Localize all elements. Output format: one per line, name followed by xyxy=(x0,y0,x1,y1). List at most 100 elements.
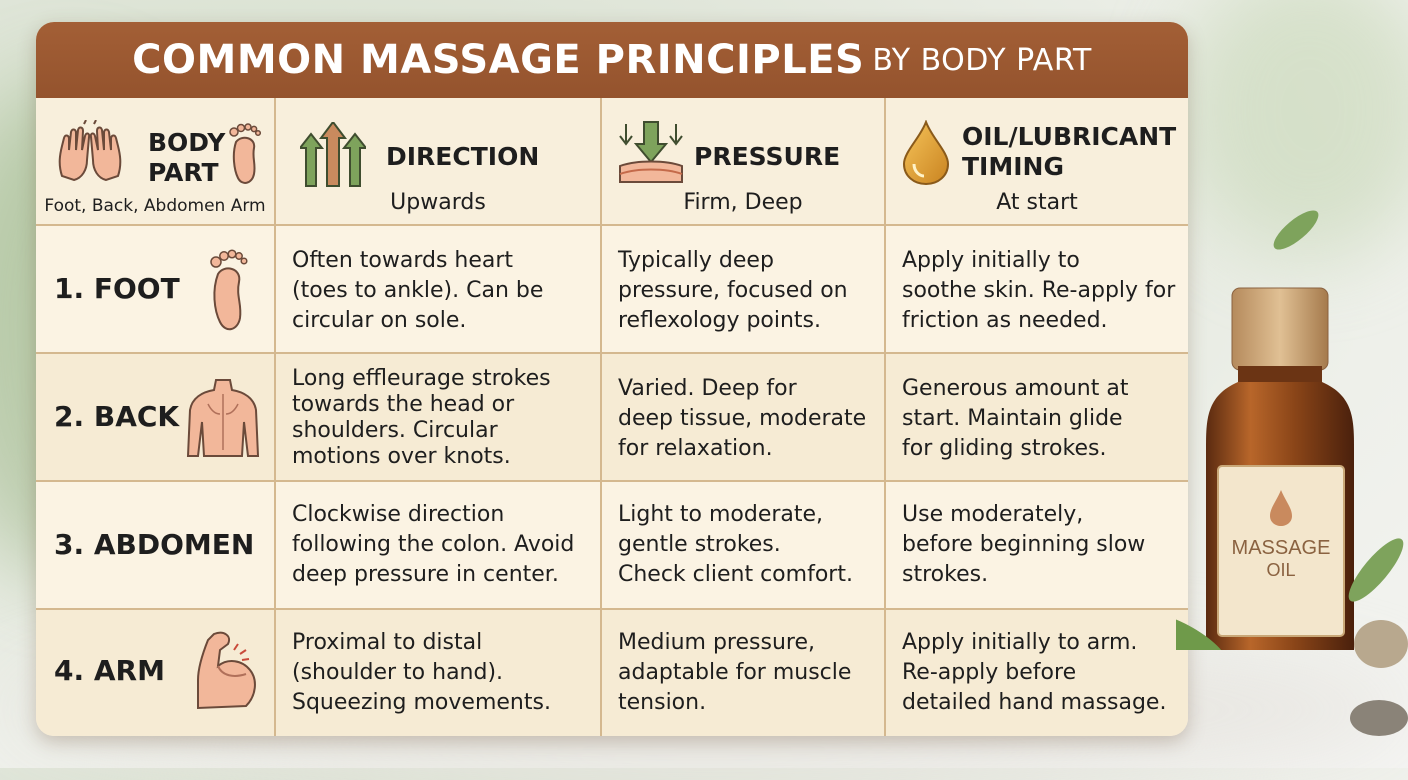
text-line: Typically deep xyxy=(618,248,774,273)
header-subtitle: Firm, Deep xyxy=(683,190,803,215)
header-title: DIRECTION xyxy=(386,142,540,171)
header-title: BODY PART xyxy=(148,128,225,188)
text-line: Often towards heart xyxy=(292,248,514,273)
row-label: 3. ABDOMEN xyxy=(54,528,255,561)
header-title: PRESSURE xyxy=(694,142,841,171)
cell-text: Apply initially to arm. Re-apply before … xyxy=(902,628,1182,718)
text-line: soothe skin. Re-apply for xyxy=(902,278,1176,303)
text-line: Apply initially to arm. xyxy=(902,630,1138,655)
text-line: towards the head or xyxy=(292,392,515,417)
row-label-cell: 2. BACK xyxy=(36,354,276,482)
direction-cell: Proximal to distal (shoulder to hand). S… xyxy=(276,610,602,736)
header-title-line: PART xyxy=(148,158,219,187)
row-label: 1. FOOT xyxy=(54,272,180,305)
text-line: motions over knots. xyxy=(292,444,511,469)
header-oil-timing: OIL/LUBRICANT TIMING At start xyxy=(886,98,1188,226)
page-subtitle: BY BODY PART xyxy=(872,42,1092,78)
cell-text: Generous amount at start. Maintain glide… xyxy=(902,374,1182,464)
pressure-cell: Light to moderate, gentle strokes. Check… xyxy=(602,482,886,610)
oil-cell: Use moderately, before beginning slow st… xyxy=(886,482,1188,610)
text-line: Proximal to distal xyxy=(292,630,483,655)
direction-cell: Long effleurage strokes towards the head… xyxy=(276,354,602,482)
stone-decoration xyxy=(1354,620,1408,668)
cell-text: Long effleurage strokes towards the head… xyxy=(292,366,594,470)
text-line: Apply initially to xyxy=(902,248,1080,273)
text-line: gentle strokes. xyxy=(618,532,781,557)
pressure-cell: Varied. Deep for deep tissue, moderate f… xyxy=(602,354,886,482)
text-line: (toes to ankle). Can be xyxy=(292,278,544,303)
oil-drop-icon xyxy=(902,120,950,186)
cell-text: Use moderately, before beginning slow st… xyxy=(902,500,1182,590)
cell-text: Varied. Deep for deep tissue, moderate f… xyxy=(618,374,878,464)
background-blur xyxy=(1180,0,1408,260)
cell-text: Typically deep pressure, focused on refl… xyxy=(618,246,878,336)
text-line: Re-apply before xyxy=(902,660,1077,685)
text-line: Use moderately, xyxy=(902,502,1084,527)
back-icon xyxy=(186,379,260,457)
text-line: following the colon. Avoid xyxy=(292,532,575,557)
leaf-decoration xyxy=(1273,210,1319,250)
oil-cell: Generous amount at start. Maintain glide… xyxy=(886,354,1188,482)
oil-cell: Apply initially to soothe skin. Re-apply… xyxy=(886,226,1188,354)
pressure-cell: Typically deep pressure, focused on refl… xyxy=(602,226,886,354)
leaf-decoration xyxy=(1348,538,1404,602)
text-line: start. Maintain glide xyxy=(902,406,1123,431)
text-line: friction as needed. xyxy=(902,308,1108,333)
header-title-line: OIL/LUBRICANT xyxy=(962,122,1177,151)
page-title: COMMON MASSAGE PRINCIPLES xyxy=(132,37,865,83)
header-body-part: BODY PART Foot, Back, Abdomen Arm xyxy=(36,98,276,226)
header-title: OIL/LUBRICANT TIMING xyxy=(962,122,1176,182)
cell-text: Apply initially to soothe skin. Re-apply… xyxy=(902,246,1182,336)
pressure-arrows-icon xyxy=(619,121,683,183)
oil-cell: Apply initially to arm. Re-apply before … xyxy=(886,610,1188,736)
text-line: Generous amount at xyxy=(902,376,1129,401)
text-line: Varied. Deep for xyxy=(618,376,797,401)
title-banner: COMMON MASSAGE PRINCIPLES BY BODY PART xyxy=(36,22,1188,98)
text-line: Long effleurage strokes xyxy=(292,366,551,391)
header-direction: DIRECTION Upwards xyxy=(276,98,602,226)
text-line: Clockwise direction xyxy=(292,502,505,527)
text-line: Check client comfort. xyxy=(618,562,853,587)
text-line: for gliding strokes. xyxy=(902,436,1107,461)
up-arrows-icon xyxy=(300,122,366,187)
row-label-cell: 4. ARM xyxy=(36,610,276,736)
direction-cell: Clockwise direction following the colon.… xyxy=(276,482,602,610)
header-pressure: PRESSURE Firm, Deep xyxy=(602,98,886,226)
header-subtitle: Foot, Back, Abdomen Arm xyxy=(44,196,266,216)
text-line: Light to moderate, xyxy=(618,502,824,527)
row-label: 4. ARM xyxy=(54,654,165,687)
foot-icon xyxy=(210,249,248,331)
text-line: deep pressure in center. xyxy=(292,562,559,587)
text-line: deep tissue, moderate xyxy=(618,406,867,431)
text-line: pressure, focused on xyxy=(618,278,848,303)
text-line: Squeezing movements. xyxy=(292,690,551,715)
text-line: before beginning slow xyxy=(902,532,1146,557)
text-line: detailed hand massage. xyxy=(902,690,1167,715)
text-line: tension. xyxy=(618,690,707,715)
cell-text: Proximal to distal (shoulder to hand). S… xyxy=(292,628,594,718)
header-subtitle: Upwards xyxy=(390,190,486,215)
cell-text: Medium pressure, adaptable for muscle te… xyxy=(618,628,878,718)
cell-text: Clockwise direction following the colon.… xyxy=(292,500,594,590)
text-line: for relaxation. xyxy=(618,436,773,461)
row-label-cell: 1. FOOT xyxy=(36,226,276,354)
text-line: shoulders. Circular xyxy=(292,418,498,443)
hands-icon xyxy=(58,120,122,182)
leaf-decoration xyxy=(1176,614,1227,650)
cell-text: Often towards heart (toes to ankle). Can… xyxy=(292,246,594,336)
pressure-cell: Medium pressure, adaptable for muscle te… xyxy=(602,610,886,736)
direction-cell: Often towards heart (toes to ankle). Can… xyxy=(276,226,602,354)
text-line: strokes. xyxy=(902,562,989,587)
header-subtitle: At start xyxy=(996,190,1078,215)
text-line: Medium pressure, xyxy=(618,630,815,655)
text-line: circular on sole. xyxy=(292,308,467,333)
text-line: (shoulder to hand). xyxy=(292,660,504,685)
arm-muscle-icon xyxy=(197,631,256,710)
header-title-line: TIMING xyxy=(962,152,1064,181)
foot-icon xyxy=(229,123,262,184)
massage-oil-bottle: MASSAGE OIL xyxy=(1176,210,1404,650)
bottle-label-line: OIL xyxy=(1266,560,1295,580)
row-label-cell: 3. ABDOMEN xyxy=(36,482,276,610)
bottle-label-line: MASSAGE xyxy=(1232,537,1331,559)
principles-card: COMMON MASSAGE PRINCIPLES BY BODY PART B… xyxy=(36,22,1188,736)
